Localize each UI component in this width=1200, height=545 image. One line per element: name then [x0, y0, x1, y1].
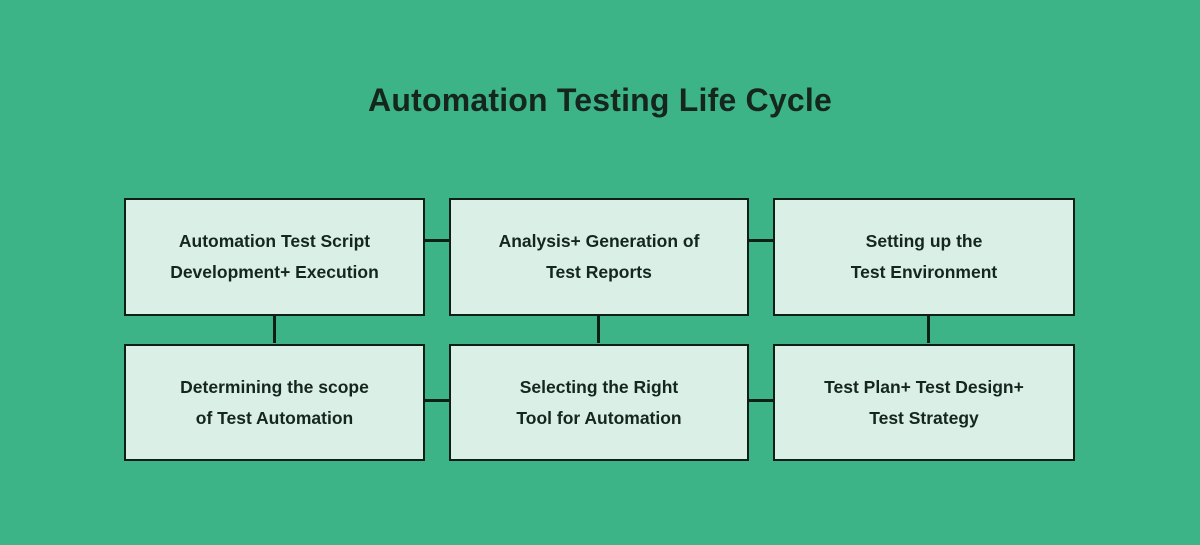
flow-box-label-line: Test Plan+ Test Design+: [824, 376, 1024, 397]
flow-box-analysis-generation-of-test-reports: Analysis+ Generation of Test Reports: [449, 198, 749, 316]
connector-bottom-box5-box6: [748, 399, 774, 402]
flow-box-selecting-the-right-tool-for-automation: Selecting the Right Tool for Automation: [449, 344, 749, 461]
flow-box-label-line: of Test Automation: [195, 407, 354, 428]
connector-vertical-box3-box6: [927, 315, 930, 343]
flow-box-test-plan-test-design-test-strategy: Test Plan+ Test Design+ Test Strategy: [773, 344, 1075, 461]
connector-vertical-box2-box5: [597, 315, 600, 343]
flow-box-automation-test-script-development-execution: Automation Test Script Development+ Exec…: [124, 198, 425, 316]
flow-box-label-line: Determining the scope: [180, 376, 369, 397]
connector-top-box1-box2: [424, 239, 450, 242]
page-title: Automation Testing Life Cycle: [368, 82, 832, 118]
flow-box-label-line: Test Environment: [850, 262, 998, 282]
flow-box-label-line: Selecting the Right: [519, 376, 679, 397]
flow-box-label-line: Setting up the: [865, 231, 983, 251]
flow-box-label-line: Test Strategy: [869, 407, 979, 428]
flow-box-label-line: Development+ Execution: [170, 262, 379, 282]
connector-bottom-box4-box5: [424, 399, 450, 402]
flow-box-label-line: Analysis+ Generation of: [498, 231, 700, 251]
flow-box-determining-the-scope-of-test-automation: Determining the scope of Test Automation: [124, 344, 425, 461]
connector-vertical-box1-box4: [273, 315, 276, 343]
connector-top-box2-box3: [748, 239, 774, 242]
flow-box-label-line: Test Reports: [546, 262, 652, 282]
flow-box-label-line: Tool for Automation: [516, 407, 682, 428]
flow-box-setting-up-the-test-environment: Setting up the Test Environment: [773, 198, 1075, 316]
flow-box-label-line: Automation Test Script: [178, 231, 371, 251]
